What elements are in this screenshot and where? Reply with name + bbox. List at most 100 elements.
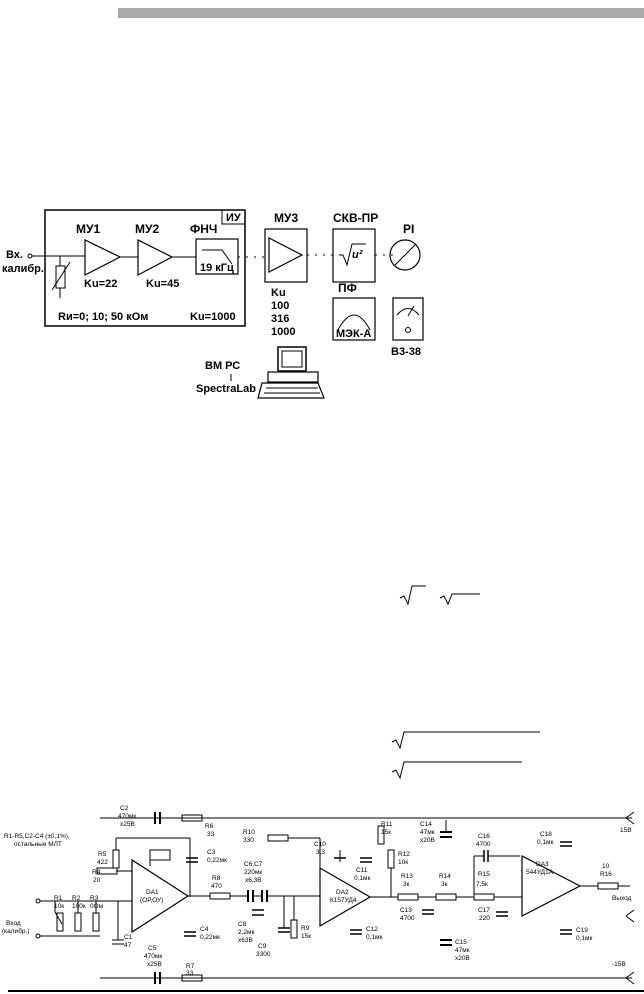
r14-name: R14 — [439, 873, 451, 880]
pc-label-2: SpectraLab — [196, 383, 256, 395]
da1-name: DA1 — [146, 889, 159, 896]
r4-val: 20 — [93, 877, 101, 884]
radical-1 — [399, 585, 426, 606]
c19-val: 0,1мк — [576, 935, 593, 942]
block-diagram: ИУ Вх. калибр. МУ1 Ku=22 МУ2 Ku=45 ФНЧ 1… — [2, 209, 424, 399]
r14-val: 3к — [441, 881, 448, 888]
input-gnd-jack — [35, 933, 41, 939]
r10-val: 330 — [243, 837, 254, 844]
r7-body — [181, 974, 203, 982]
pf-label: ПФ — [338, 281, 357, 295]
c14-v: x20В — [420, 837, 435, 844]
ku3-val-2: 316 — [271, 313, 289, 325]
r2-name: R2 — [72, 895, 81, 902]
da2-type: К157УД4 — [330, 897, 357, 904]
mu2-amplifier — [137, 239, 174, 276]
rin-values: Rи=0; 10; 50 кОм — [58, 311, 148, 323]
r12-name: R12 — [398, 851, 410, 858]
input-label-2: калибр. — [2, 263, 44, 275]
c8-val: 2,2мк — [238, 929, 255, 936]
r15-val: 7,5к — [476, 881, 488, 888]
r11-val: 15к — [381, 829, 391, 836]
pf-box — [332, 297, 376, 341]
c9-val: 3300 — [256, 951, 271, 958]
r2-body — [74, 912, 82, 932]
mu3-label: МУ3 — [274, 211, 298, 225]
note-line-2: остальные МЛТ — [14, 841, 62, 848]
r8-body — [209, 892, 231, 900]
radical-4 — [391, 761, 522, 780]
c1-val: 47 — [124, 942, 132, 949]
c67-name: C6,C7 — [244, 861, 263, 868]
r15-body — [473, 893, 495, 901]
input-label-b: (калибр.) — [2, 927, 30, 935]
bottom-rule — [8, 990, 644, 992]
mu3-amplifier — [268, 237, 304, 273]
input-label-a: Вход — [6, 920, 21, 927]
ku-total: Ku=1000 — [190, 311, 236, 323]
computer-icon — [257, 346, 325, 399]
da1-comp — [149, 849, 171, 861]
c10-name: C10 — [314, 841, 326, 848]
da1-type: (ОР,ОУ) — [140, 897, 163, 904]
radical-2 — [439, 593, 480, 606]
r9-name: R9 — [301, 925, 310, 932]
r2-val: 100к — [72, 903, 86, 910]
r7-name: R7 — [186, 963, 195, 970]
da2-name: DA2 — [336, 889, 349, 896]
ku1-label: Ku=22 — [84, 278, 117, 290]
pc-label-1: ВМ РС — [205, 360, 240, 372]
r12-val: 10к — [398, 859, 408, 866]
switch-blade — [54, 911, 63, 925]
pi-arrow — [393, 243, 417, 267]
c12-val: 0,1мк — [366, 934, 383, 941]
r1-name: R1 — [54, 895, 63, 902]
r10-name: R10 — [243, 829, 255, 836]
r6-name: R6 — [205, 823, 214, 830]
c2-v: x25В — [120, 821, 135, 828]
schematic — [35, 811, 635, 985]
da3-opamp — [521, 855, 582, 917]
r13-name: R13 — [401, 873, 413, 880]
mek-label: МЭК-А — [336, 328, 371, 340]
fnch-freq: 19 кГц — [200, 262, 234, 274]
c13-val: 4700 — [400, 915, 415, 922]
ku3-label: Ku — [271, 287, 286, 299]
note-line-1: R1-R5,C2-C4 (±0,1%), — [4, 833, 70, 840]
radical-3 — [391, 731, 540, 750]
pf-curve-icon — [337, 314, 371, 331]
r5-name: R5 — [98, 851, 107, 858]
mu2-label: МУ2 — [135, 222, 159, 236]
r9-body — [290, 919, 298, 939]
r3-body — [92, 912, 100, 932]
schematic-labels: R1-R5,C2-C4 (±0,1%), остальные МЛТ 15В -… — [2, 805, 632, 977]
sqrt-icon — [339, 243, 366, 267]
c8-v: x63В — [238, 937, 253, 944]
iu-frame — [44, 209, 246, 327]
vminus-label: -15В — [612, 961, 626, 968]
r16-body — [597, 882, 619, 890]
c19-name: C19 — [576, 927, 588, 934]
c11-val: 0,1мк — [354, 875, 371, 882]
c5-v: x25В — [147, 961, 162, 968]
r9-val: 15к — [301, 933, 311, 940]
ku2-label: Ku=45 — [146, 278, 179, 290]
sqrt-text: u² — [352, 249, 363, 261]
c15-val: 47мк — [455, 947, 470, 954]
c18-val: 0,1мк — [537, 839, 554, 846]
da1-opamp — [131, 858, 190, 934]
c18-name: C18 — [540, 831, 552, 838]
c12-name: C12 — [366, 926, 378, 933]
r1-body — [56, 912, 64, 932]
r5-body — [112, 849, 120, 869]
formula-fragments — [391, 585, 540, 780]
ku3-val-1: 100 — [271, 300, 289, 312]
da3-name: DA3 — [536, 861, 549, 868]
v338-scale-icon — [396, 308, 420, 316]
r13-body — [397, 893, 419, 901]
out-gnd-terminal — [625, 909, 635, 923]
c67-v: x6,3В — [245, 877, 262, 884]
c17-name: C17 — [478, 907, 490, 914]
c14-val: 47мк — [420, 829, 435, 836]
